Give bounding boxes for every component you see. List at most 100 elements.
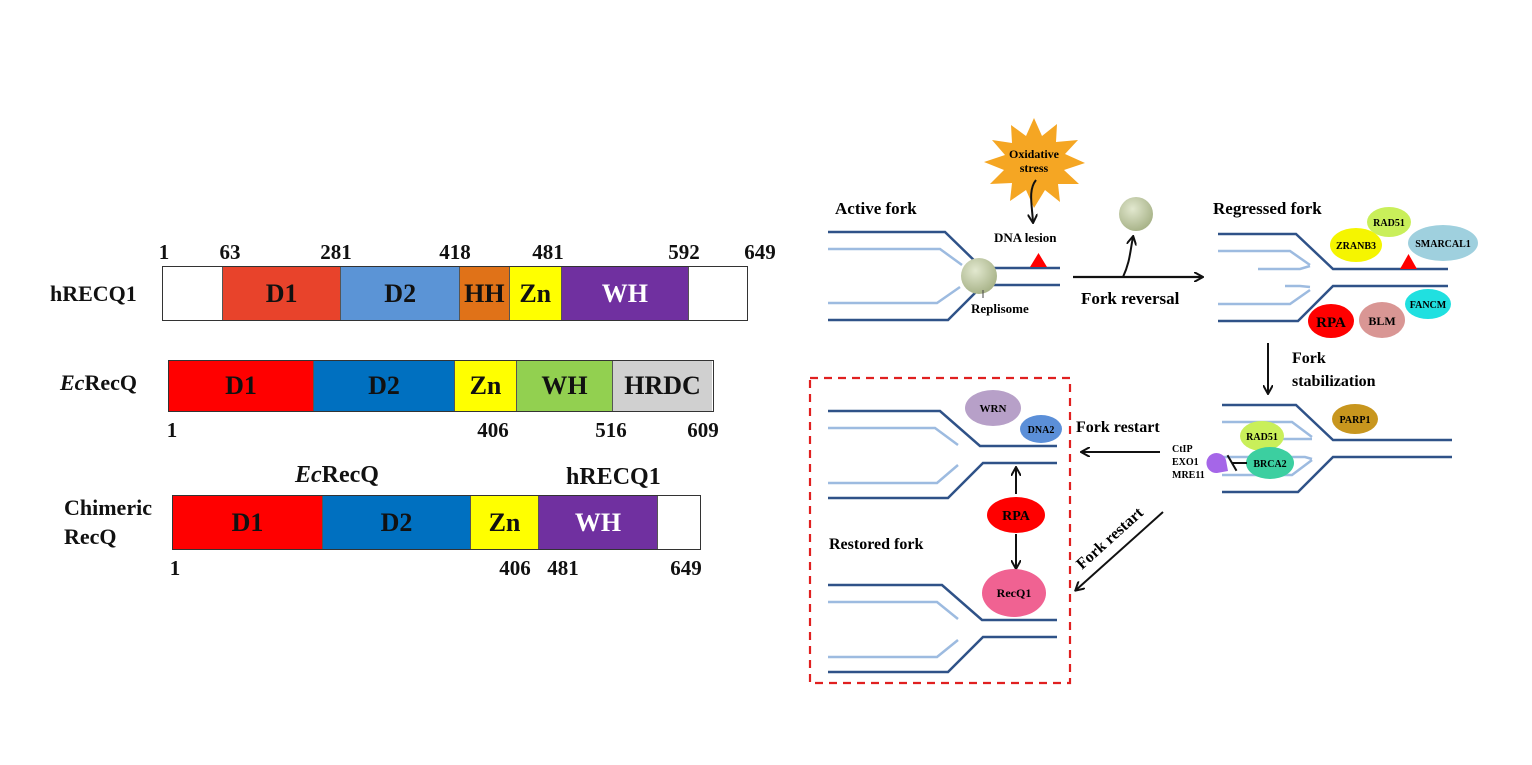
oxidative-stress-label-l2: stress (1020, 161, 1049, 175)
wrn (965, 390, 1021, 426)
restored-fork-box (808, 376, 1072, 685)
domain-unstructured (689, 267, 747, 320)
domain-d1: D1 (169, 361, 314, 411)
regressed-strand-mid-light-1 (1258, 264, 1311, 271)
rpa-restored-label: RPA (1002, 509, 1031, 524)
fancm-label: FANCM (1410, 300, 1447, 311)
domain-zn: Zn (509, 267, 562, 320)
domain-hrdc: HRDC (613, 361, 712, 411)
recq1-label: RecQ1 (997, 586, 1032, 600)
nuclease-exo1: EXO1 (1172, 457, 1199, 468)
dna-lesion-icon (1030, 253, 1047, 267)
oxidative-stress-label-l1: Oxidative (1009, 147, 1060, 161)
hrecq1-tick-label: 592 (668, 240, 700, 264)
replisome-icon (961, 258, 997, 294)
domain-zn: Zn (455, 361, 517, 411)
ecrecq-label-prefix: Ec (60, 370, 85, 395)
rad51-regressed-label: RAD51 (1373, 218, 1405, 229)
inhibition-symbol-icon (1226, 454, 1247, 472)
oxidative-stress-star-icon (984, 118, 1085, 208)
ecrecq-label: EcRecQ (60, 368, 160, 398)
fork-restart-arrow-diagonal (1076, 511, 1164, 590)
domain-d2: D2 (341, 267, 460, 320)
restored-bottom-strand-1 (828, 583, 1057, 622)
active-fork-strand-top-light (828, 247, 963, 267)
regressed-strand-bottom-dark (1218, 284, 1448, 323)
ecrecq-tick-label: 609 (687, 418, 719, 442)
hrecq1-tick-label: 63 (219, 240, 241, 264)
chimeric-group-ecrecq: EcRecQ (295, 462, 379, 489)
active-fork-strand-bottom-light (828, 285, 961, 305)
smarcal1-label: SMARCAL1 (1415, 239, 1471, 250)
recq1 (982, 569, 1046, 617)
chimeric-group-ecrecq-name: RecQ (321, 462, 379, 488)
dna2-label: DNA2 (1028, 425, 1055, 436)
nuclease-ctip: CtIP (1172, 444, 1193, 455)
stress-to-lesion-arrow (1031, 179, 1036, 222)
rad51-stabilized (1240, 421, 1284, 451)
chimeric-tick-label: 649 (670, 556, 702, 580)
stabilized-strand-bottom-dark (1222, 455, 1452, 494)
nuclease-pacman-icon (1206, 453, 1228, 474)
dna-lesion-label: DNA lesion (994, 230, 1057, 245)
active-fork-strand-top-dark (828, 230, 1060, 270)
restored-top-strand-3 (828, 464, 959, 485)
regressed-lesion-icon (1400, 254, 1417, 269)
domain-d1: D1 (222, 267, 342, 320)
replisome-release-arrow (1122, 237, 1133, 278)
hrecq1-label: hRECQ1 (50, 281, 137, 306)
fork-reversal-label: Fork reversal (1081, 289, 1180, 308)
chimeric-group-ecrecq-prefix: Ec (295, 462, 322, 488)
regressed-strand-bottom-light (1218, 288, 1311, 306)
rpa-restored (987, 497, 1045, 533)
rad51-regressed (1367, 207, 1411, 237)
chimeric-tick-label: 406 (499, 556, 531, 580)
fork-stabilization-label-l1: Fork (1292, 350, 1326, 367)
brca2-label: BRCA2 (1253, 459, 1286, 470)
domain-unstructured (163, 267, 223, 320)
nuclease-mre11: MRE11 (1172, 470, 1205, 481)
domain-d1: D1 (173, 496, 323, 549)
replisome-label: Replisome (971, 301, 1029, 316)
domain-wh: WH (539, 496, 658, 549)
smarcal1 (1408, 225, 1478, 261)
ecrecq-label-name: RecQ (84, 370, 137, 395)
regressed-fork-title: Regressed fork (1213, 199, 1322, 218)
active-fork-dna (828, 230, 1060, 322)
zranb3 (1330, 228, 1382, 262)
fork-stabilization-label-l2: stabilization (1292, 373, 1376, 390)
fork-restart-label-1: Fork restart (1076, 419, 1160, 436)
ecrecq-tick-label: 406 (477, 418, 509, 442)
dna2 (1020, 415, 1062, 443)
active-fork-title: Active fork (835, 199, 917, 218)
regressed-strand-top-light (1218, 249, 1311, 267)
restored-top-strand-2 (828, 426, 959, 447)
stabilized-strand-top-light (1222, 420, 1313, 438)
parp1-label: PARP1 (1340, 415, 1371, 426)
hrecq1-tick-label: 281 (320, 240, 352, 264)
chimeric-group-hrecq1: hRECQ1 (566, 464, 661, 490)
restored-bottom-strand-4 (828, 635, 1057, 674)
domain-hh: HH (459, 267, 510, 320)
domain-d2: D2 (314, 361, 455, 411)
domain-zn: Zn (471, 496, 539, 549)
restored-fork-dna-top (828, 409, 1057, 500)
wrn-label: WRN (980, 403, 1007, 415)
domain-unstructured (658, 496, 699, 549)
hrecq1-tick-label: 1 (158, 240, 170, 264)
regressed-strand-top-dark (1218, 232, 1448, 271)
blm-label: BLM (1368, 314, 1395, 328)
chimeric-tick-label: 1 (169, 556, 181, 580)
rad51-stabilized-label: RAD51 (1246, 432, 1278, 443)
restored-fork-dna-bottom (828, 583, 1057, 674)
blm (1359, 302, 1405, 338)
fancm (1405, 289, 1451, 319)
fork-restart-label-2: Fork restart (1073, 504, 1147, 573)
released-replisome-icon (1119, 197, 1153, 231)
chimeric-label-line1: Chimeric (64, 495, 152, 520)
chimeric-tick-label: 481 (547, 556, 579, 580)
